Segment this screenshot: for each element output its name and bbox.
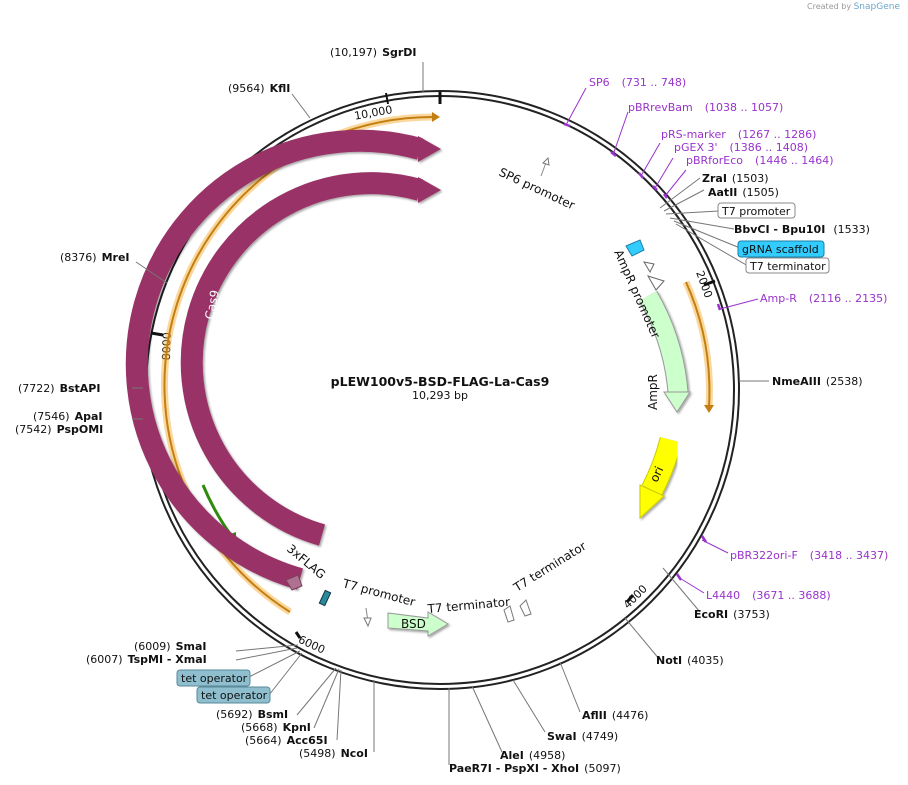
primer-pbr322ori-f: pBR322ori-F(3418 .. 3437) <box>730 549 888 562</box>
site-apai: (7546)ApaI <box>33 410 102 423</box>
plasmid-name: pLEW100v5-BSD-FLAG-La-Cas9 <box>331 374 550 389</box>
tet-operator-box-label-1: tet operator <box>181 672 248 685</box>
orf-arrowhead-right <box>704 405 714 413</box>
site-zrai: ZraI(1503) <box>702 172 769 185</box>
orf-arc-right <box>682 280 713 408</box>
ori-feature <box>639 436 683 520</box>
site-aatii: AatII(1505) <box>708 186 779 199</box>
site-mrei: (8376)MreI <box>60 251 130 264</box>
t7-terminator-box <box>745 257 830 274</box>
primer-pbrforeco: pBRforEco(1446 .. 1464) <box>686 154 834 167</box>
snapgene-credit: Created by SnapGene <box>807 2 900 12</box>
tet-operator-box-2 <box>196 686 271 704</box>
site-nmeaiii: NmeAIII(2538) <box>772 375 863 388</box>
site-bstapi: (7722)BstAPI <box>18 382 100 395</box>
site-swai: SwaI(4749) <box>547 730 618 743</box>
site-tspmi-xmai: (6007)TspMI - XmaI <box>86 653 207 666</box>
gRNA-scaffold-arrow <box>625 239 645 257</box>
cas9-label-outer: Cas9 <box>202 289 222 321</box>
primer-leader-lines <box>565 87 759 594</box>
site-acc65i: (5664)Acc65I <box>245 734 328 747</box>
snapgene-logo: SnapGene <box>853 2 900 12</box>
gRNA-scaffold-box <box>737 240 825 258</box>
t7-promoter-box-label: T7 promoter <box>721 205 791 218</box>
ori-label: ori <box>647 464 666 484</box>
ruler-label-6000: 6000 <box>296 633 327 657</box>
ruler-label-2000: 2000 <box>693 269 715 300</box>
cas9-feature-outer <box>125 129 441 590</box>
ampr-label: AmpR <box>646 374 660 410</box>
t7-promoter-box <box>717 202 796 219</box>
site-ncoi: (5498)NcoI <box>299 747 368 760</box>
tet-operator-box-1 <box>176 669 251 687</box>
site-leader-lines <box>132 62 769 765</box>
site-alei: AleI(4958) <box>500 749 565 762</box>
site-bsmi: (5692)BsmI <box>216 708 288 721</box>
ampr-promoter-arrow <box>642 261 665 291</box>
ampr-feature <box>638 290 691 413</box>
t7-terminator-label-2: T7 terminator <box>510 539 588 595</box>
t7-terminator-arrows-bottom <box>503 599 532 623</box>
site-sgrdi: (10,197)SgrDI <box>330 46 417 59</box>
primer-ticks <box>563 122 722 581</box>
gRNA-scaffold-box-label: gRNA scaffold <box>742 243 819 256</box>
cas9-feature-inner <box>180 172 441 546</box>
bsd-feature <box>387 611 449 637</box>
plasmid-length: 10,293 bp <box>412 389 468 402</box>
site-aflii: AflII(4476) <box>582 709 648 722</box>
primer-pgex3: pGEX 3'(1386 .. 1408) <box>674 141 808 154</box>
site-kpni: (5668)KpnI <box>241 721 311 734</box>
small-teal-feature <box>318 589 332 607</box>
site-smai: (6009)SmaI <box>134 640 206 653</box>
primer-prs-marker: pRS-marker(1267 .. 1286) <box>661 128 816 141</box>
site-pspomi: (7542)PspOMI <box>15 423 103 436</box>
tet-operator-box-label-2: tet operator <box>201 689 268 702</box>
site-bbvci-bpu10i: BbvCI - Bpu10I(1533) <box>734 223 870 236</box>
site-ecori: EcoRI(3753) <box>694 608 770 621</box>
t7-terminator-label-1: T7 terminator <box>426 595 511 616</box>
orf-arrowhead-left <box>432 112 440 122</box>
bsd-label: BSD <box>401 617 426 631</box>
t7-promoter-label-bottom: T7 promoter <box>340 576 417 609</box>
ruler <box>150 92 716 639</box>
sp6-promoter-label: SP6 promoter <box>497 165 577 212</box>
sp6-promoter-arrow <box>540 156 550 177</box>
t7-promoter-arrow-bottom <box>363 607 372 628</box>
3xflag-arrow <box>285 574 303 591</box>
site-noti: NotI(4035) <box>656 654 724 667</box>
site-paer7i-pspxi-xhoi: PaeR7I - PspXI - XhoI(5097) <box>449 762 621 775</box>
primer-sp6: SP6(731 .. 748) <box>589 76 686 89</box>
primer-amp-r: Amp-R(2116 .. 2135) <box>760 292 887 305</box>
t7-terminator-box-label: T7 terminator <box>749 260 826 273</box>
primer-pbrrevbam: pBRrevBam(1038 .. 1057) <box>628 101 783 114</box>
site-kfli: (9564)KflI <box>228 82 290 95</box>
primer-l4440: L4440(3671 .. 3688) <box>706 589 831 602</box>
cas9-label-inner: Cas9 <box>247 314 268 346</box>
